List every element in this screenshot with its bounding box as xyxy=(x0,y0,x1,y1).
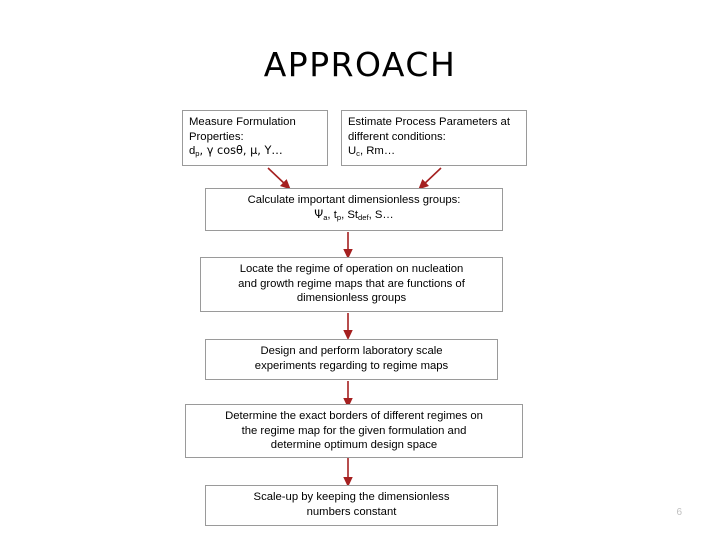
box6-line2: the regime map for the given formulation… xyxy=(241,424,467,437)
box2-line3: Uc, Rm… xyxy=(348,145,396,159)
box6-line1: Determine the exact borders of different… xyxy=(225,410,483,422)
box3-line1: Calculate important dimensionless groups… xyxy=(247,194,461,206)
flow-box-scale-up-dimensionless-numbers[interactable]: Scale-up by keeping the dimensionless nu… xyxy=(205,485,498,526)
box2-line2: different conditions: xyxy=(348,130,446,143)
page-number: 6 xyxy=(676,507,682,518)
box4-line2: and growth regime maps that are function… xyxy=(238,277,465,290)
flow-box-measure-formulation-properties[interactable]: Measure Formulation Properties: dp, γ co… xyxy=(182,110,328,166)
flow-box-locate-regime-of-operation[interactable]: Locate the regime of operation on nuclea… xyxy=(200,257,503,312)
arrow-formulation-to-calculate xyxy=(267,167,291,190)
flow-box-design-lab-scale-experiments[interactable]: Design and perform laboratory scale expe… xyxy=(205,339,498,380)
box1-line3: dp, γ cosθ, μ, Y… xyxy=(189,144,283,159)
box7-line1: Scale-up by keeping the dimensionless xyxy=(253,491,450,503)
box5-line1: Design and perform laboratory scale xyxy=(260,345,443,357)
box1-line2: Properties: xyxy=(189,130,244,143)
box5-line2: experiments regarding to regime maps xyxy=(254,359,449,372)
box2-line1: Estimate Process Parameters at xyxy=(348,116,510,128)
box1-line1: Measure Formulation xyxy=(189,116,296,128)
box6-line3: determine optimum design space xyxy=(270,439,438,452)
flow-box-determine-exact-borders[interactable]: Determine the exact borders of different… xyxy=(185,404,523,458)
flow-box-calculate-dimensionless-groups[interactable]: Calculate important dimensionless groups… xyxy=(205,188,503,231)
box3-line2: Ψa, tp, Stdef, S… xyxy=(314,207,394,222)
arrow-process-to-calculate xyxy=(418,167,442,190)
page-title: APPROACH xyxy=(263,45,457,84)
box7-line2: numbers constant xyxy=(306,505,397,518)
flow-box-estimate-process-parameters[interactable]: Estimate Process Parameters at different… xyxy=(341,110,527,166)
box4-line3: dimensionless groups xyxy=(296,292,407,305)
box4-line1: Locate the regime of operation on nuclea… xyxy=(239,263,464,275)
